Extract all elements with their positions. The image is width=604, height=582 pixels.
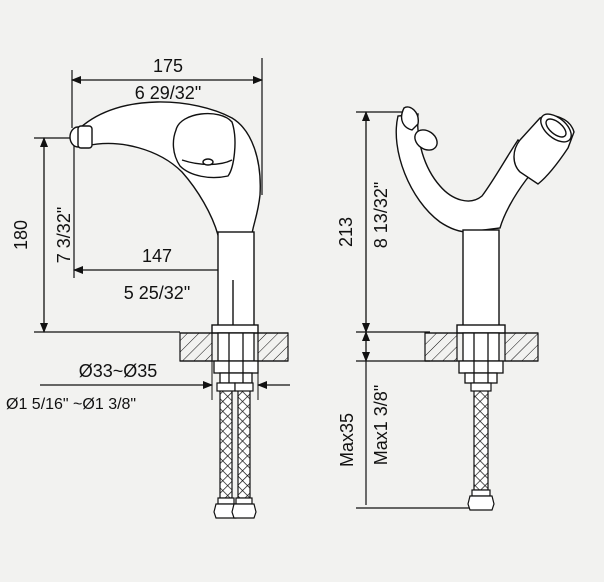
mounting-shank-left [213,332,259,384]
supply-hoses-left [213,382,257,519]
height-in-label: 7 3/32" [54,207,74,263]
reach-mm-label: 147 [142,246,172,266]
mounting-shank-right [458,332,504,384]
width-mm-label: 175 [153,56,183,76]
height-213-mm-label: 213 [336,217,356,247]
right-view: 213 8 13/32" Max35 Max1 3/8" [336,106,575,511]
deck-in-label: Max1 3/8" [371,385,391,465]
faucet-body-left [69,101,261,334]
hole-mm-label: Ø33~Ø35 [79,361,158,381]
left-view: 175 6 29/32" 180 7 3/32" 147 5 25/32" [6,56,290,519]
reach-in-label: 5 25/32" [124,283,190,303]
supply-hose-right [467,382,495,511]
height-213-in-label: 8 13/32" [371,182,391,248]
height-mm-label: 180 [11,220,31,250]
faucet-body-right [395,106,575,334]
deck-mm-label: Max35 [337,413,357,467]
width-in-label: 6 29/32" [135,83,201,103]
hole-in-label: Ø1 5/16" ~Ø1 3/8" [6,396,136,413]
